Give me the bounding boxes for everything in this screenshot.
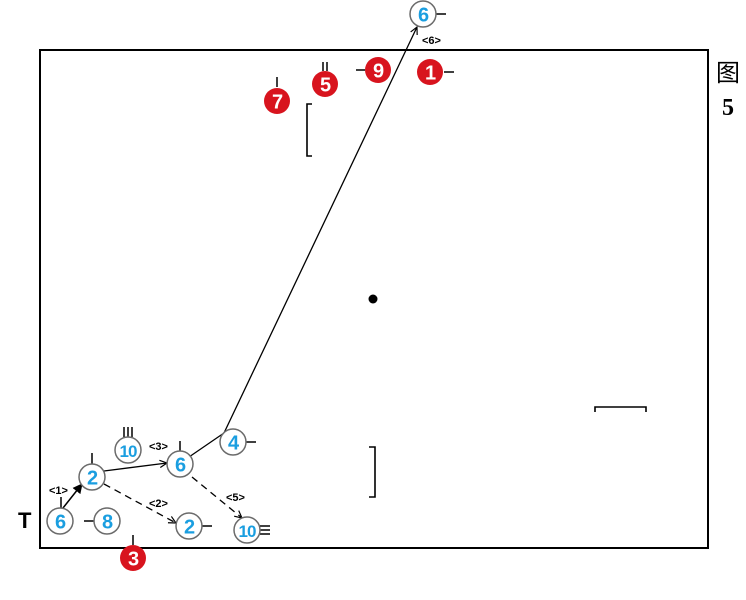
pass-line-step-1: [62, 483, 83, 509]
pass-line-step-3: [103, 463, 167, 472]
team-a-player-2-right: 2: [175, 512, 203, 540]
orientation-ticks: [60, 13, 454, 545]
svg-text:9: 9: [373, 61, 384, 83]
step-label-3: <3>: [149, 441, 168, 453]
svg-text:5: 5: [320, 75, 331, 97]
team-a-player-4: 4: [219, 428, 247, 456]
step-label-2: <2>: [149, 498, 168, 510]
pass-line-step-6: [223, 27, 417, 434]
team-b-player-7: 7: [264, 88, 290, 114]
svg-text:3: 3: [128, 549, 139, 571]
step-label-5: <5>: [226, 492, 245, 504]
bracket-marker-right: [594, 406, 647, 412]
step-label-6: <6>: [422, 35, 441, 47]
svg-text:6: 6: [175, 455, 186, 477]
team-a-player-6-mid: 6: [166, 450, 194, 478]
svg-text:2: 2: [184, 517, 195, 539]
team-a-player-6-top: 6: [409, 0, 437, 28]
svg-text:2: 2: [87, 468, 98, 490]
field-boundary: [39, 49, 709, 549]
svg-text:4: 4: [228, 433, 240, 455]
bracket-marker-bottom: [369, 446, 376, 498]
svg-text:10: 10: [120, 442, 137, 461]
svg-text:7: 7: [272, 92, 283, 114]
team-a-player-2-left: 2: [78, 463, 106, 491]
pass-line-step-2: [103, 483, 176, 523]
legend-t-mark: T: [18, 508, 32, 533]
team-a-player-10-left: 10: [114, 436, 142, 464]
pass-line-6-to-4: [188, 432, 225, 458]
svg-text:8: 8: [102, 512, 113, 534]
team-b-player-3: 3: [120, 545, 146, 571]
svg-text:1: 1: [425, 63, 436, 85]
figure-caption-number: 5: [722, 95, 734, 121]
team-b-player-5: 5: [312, 71, 338, 97]
bracket-marker-top: [306, 103, 312, 157]
step-label-1: <1>: [49, 485, 68, 497]
svg-text:6: 6: [418, 5, 429, 27]
center-dot: [368, 294, 378, 304]
team-b-player-1: 1: [417, 59, 443, 85]
team-a-player-10-right: 10: [233, 516, 261, 544]
team-a-player-6-bottom: 6: [46, 507, 74, 535]
team-b-player-9: 9: [365, 57, 391, 83]
figure-caption-label: 图: [716, 61, 740, 87]
svg-text:10: 10: [239, 522, 256, 541]
pass-line-step-5: [191, 476, 242, 518]
team-a-player-8: 8: [93, 507, 121, 535]
svg-text:6: 6: [55, 512, 66, 534]
